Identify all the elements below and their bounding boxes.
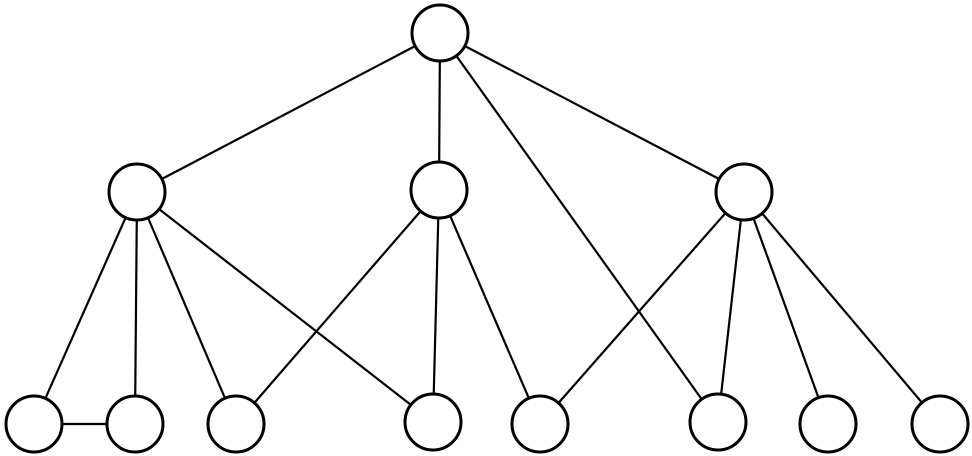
edge-m2-b3 xyxy=(253,210,422,404)
edge-m1-b2 xyxy=(134,218,138,398)
node-b5 xyxy=(510,394,570,454)
node-m1 xyxy=(107,162,167,222)
node-b6 xyxy=(688,392,748,452)
nodes-layer xyxy=(4,3,970,454)
node-m2 xyxy=(409,160,469,220)
edge-m3-b8 xyxy=(760,212,924,404)
edge-root-m3 xyxy=(463,44,721,181)
edge-m1-b1 xyxy=(44,216,127,400)
edge-m3-b5 xyxy=(557,211,727,405)
node-m3 xyxy=(714,162,774,222)
edge-root-m1 xyxy=(160,44,417,181)
node-b2 xyxy=(105,394,165,454)
edge-m2-b4 xyxy=(432,216,440,396)
node-root xyxy=(410,3,470,63)
node-b3 xyxy=(206,394,266,454)
edge-root-m2 xyxy=(438,59,441,164)
node-b7 xyxy=(798,394,858,454)
node-b8 xyxy=(910,394,970,454)
edge-m1-b3 xyxy=(146,216,227,400)
edges-layer xyxy=(44,44,924,426)
edge-root-b6 xyxy=(455,54,703,401)
edge-m2-b5 xyxy=(448,214,531,400)
node-b4 xyxy=(403,392,463,452)
edge-m1-b4 xyxy=(158,208,412,406)
edge-m3-b6 xyxy=(720,218,742,396)
edge-m3-b7 xyxy=(752,217,820,399)
node-b1 xyxy=(4,394,64,454)
